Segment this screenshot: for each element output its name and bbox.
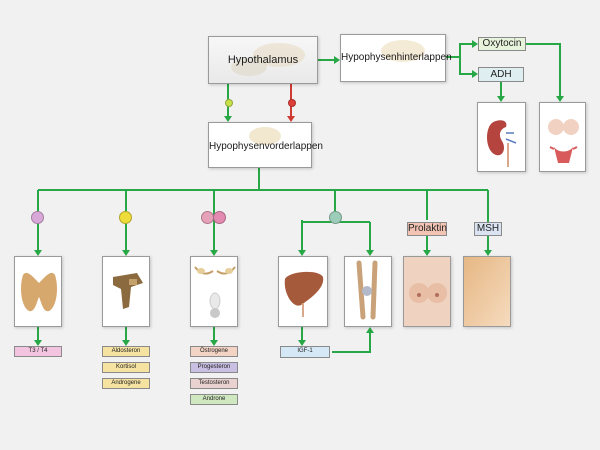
kidney-thumb[interactable] xyxy=(477,102,526,172)
inhibiting-hormone-dot xyxy=(288,99,296,107)
uterus-thumb[interactable] xyxy=(539,102,586,172)
gonads-icon xyxy=(194,266,236,318)
msh-label: MSH xyxy=(474,222,502,236)
prolaktin-label: Prolaktin xyxy=(407,222,447,236)
liver-icon xyxy=(284,271,324,317)
adrenal-icon xyxy=(113,273,143,309)
androgene-label: Androgene xyxy=(102,378,150,389)
hypothalamus-label: Hypothalamus xyxy=(227,54,299,66)
thyroid-thumb[interactable] xyxy=(14,256,62,327)
t3-t4-label: T3 / T4 xyxy=(14,346,62,357)
thyroid-icon xyxy=(21,272,57,312)
brain-icon xyxy=(231,43,305,76)
kortisol-label: Kortisol xyxy=(102,362,150,373)
pituitary-icon xyxy=(249,127,281,145)
kidney-icon xyxy=(487,120,517,167)
oestrogene-label: Östrogene xyxy=(190,346,238,357)
bone-icon xyxy=(356,260,378,320)
oxytocin-label: Oxytocin xyxy=(478,37,526,51)
skin-thumb[interactable] xyxy=(463,256,511,327)
releasing-hormone-dot xyxy=(225,99,233,107)
androne-label: Androne xyxy=(190,394,238,405)
adh-label: ADH xyxy=(478,67,524,82)
progesteron-label: Progesteron xyxy=(190,362,238,373)
tsh-dot xyxy=(31,211,44,224)
bone-thumb[interactable] xyxy=(344,256,392,327)
breast-icon xyxy=(404,257,450,326)
anterior-pituitary-box[interactable]: Hypophysenvorderlappen xyxy=(208,122,323,168)
posterior-pituitary-label: Hypophysenhinterlappen xyxy=(341,52,452,63)
skin-icon xyxy=(464,257,510,326)
aldosteron-label: Aldosteron xyxy=(102,346,150,357)
liver-thumb[interactable] xyxy=(278,256,328,327)
pituitary-icon xyxy=(381,40,425,62)
testosteron-label: Testosteron xyxy=(190,378,238,389)
igf-1-label: IGF-1 xyxy=(280,346,330,358)
posterior-pituitary-box[interactable]: Hypophysenhinterlappen xyxy=(340,34,452,82)
gh-dot xyxy=(329,211,342,224)
hypothalamus-box[interactable]: Hypothalamus xyxy=(208,36,318,84)
anterior-pituitary-label: Hypophysenvorderlappen xyxy=(209,141,323,152)
acth-dot xyxy=(119,211,132,224)
lh-dot xyxy=(213,211,226,224)
uterus-icon xyxy=(548,119,579,163)
gonads-thumb[interactable] xyxy=(190,256,238,327)
adrenal-thumb[interactable] xyxy=(102,256,150,327)
breast-thumb[interactable] xyxy=(403,256,451,327)
